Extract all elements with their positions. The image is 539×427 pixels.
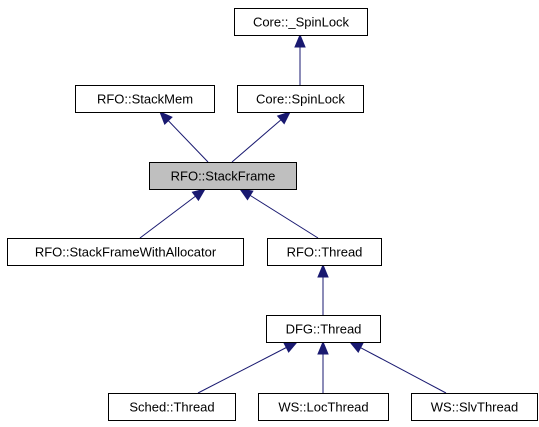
edge-line bbox=[231, 119, 282, 163]
node-stackframe_alloc[interactable]: RFO::StackFrameWithAllocator bbox=[7, 238, 244, 266]
node-label: RFO::StackMem bbox=[97, 92, 193, 107]
edge-ws_slv_thread-to-dfg_thread bbox=[348, 341, 447, 394]
edge-stackframe-to-stackmem bbox=[159, 111, 209, 163]
arrowhead-icon bbox=[238, 188, 254, 201]
arrowhead-icon bbox=[159, 111, 173, 125]
edge-dfg_thread-to-rfo_thread bbox=[317, 263, 329, 315]
arrowhead-icon bbox=[294, 33, 306, 48]
node-box bbox=[258, 393, 389, 421]
node-label: WS::SlvThread bbox=[431, 400, 518, 415]
edge-ws_loc_thread-to-dfg_thread bbox=[317, 340, 329, 393]
node-box bbox=[267, 238, 382, 266]
arrowhead-icon bbox=[317, 340, 329, 355]
node-box bbox=[234, 8, 368, 36]
node-label: Core::SpinLock bbox=[256, 92, 345, 107]
node-label: RFO::StackFrame bbox=[171, 169, 276, 184]
edge-line bbox=[139, 195, 196, 239]
node-box bbox=[237, 85, 364, 113]
edge-stackframe-to-spinlock bbox=[231, 111, 291, 163]
node-box bbox=[108, 393, 236, 421]
node-stackframe: RFO::StackFrame bbox=[149, 162, 297, 190]
arrowhead-icon bbox=[283, 341, 299, 353]
node-rfo_thread[interactable]: RFO::Thread bbox=[267, 238, 382, 266]
node-label: WS::LocThread bbox=[278, 400, 368, 415]
node-box bbox=[266, 315, 381, 343]
arrowhead-icon bbox=[317, 263, 329, 278]
node-box bbox=[149, 162, 297, 190]
node-label: RFO::StackFrameWithAllocator bbox=[35, 245, 217, 260]
node-box bbox=[7, 238, 244, 266]
node-ws_slv_thread[interactable]: WS::SlvThread bbox=[411, 393, 538, 421]
edge-rfo_thread-to-stackframe bbox=[238, 188, 319, 239]
arrowhead-icon bbox=[276, 111, 291, 125]
node-label: DFG::Thread bbox=[286, 322, 362, 337]
node-label: RFO::Thread bbox=[287, 245, 363, 260]
node-label: Core::_SpinLock bbox=[253, 15, 350, 30]
node-sched_thread[interactable]: Sched::Thread bbox=[108, 393, 236, 421]
arrowhead-icon bbox=[348, 341, 364, 353]
edge-sched_thread-to-dfg_thread bbox=[197, 341, 299, 394]
node-box bbox=[75, 85, 215, 113]
edge-line bbox=[249, 194, 319, 239]
node-spinlock[interactable]: Core::SpinLock bbox=[237, 85, 364, 113]
edge-spinlock-to-spinlock_base bbox=[294, 33, 306, 85]
node-dfg_thread[interactable]: DFG::Thread bbox=[266, 315, 381, 343]
arrowhead-icon bbox=[191, 188, 207, 202]
node-spinlock_base[interactable]: Core::_SpinLock bbox=[234, 8, 368, 36]
node-box bbox=[411, 393, 538, 421]
edge-line bbox=[360, 347, 447, 394]
node-label: Sched::Thread bbox=[129, 400, 214, 415]
edge-line bbox=[167, 120, 209, 163]
node-ws_loc_thread[interactable]: WS::LocThread bbox=[258, 393, 389, 421]
edge-line bbox=[197, 347, 287, 394]
node-stackmem[interactable]: RFO::StackMem bbox=[75, 85, 215, 113]
edge-stackframe_alloc-to-stackframe bbox=[139, 188, 207, 239]
edges-layer bbox=[139, 33, 447, 394]
